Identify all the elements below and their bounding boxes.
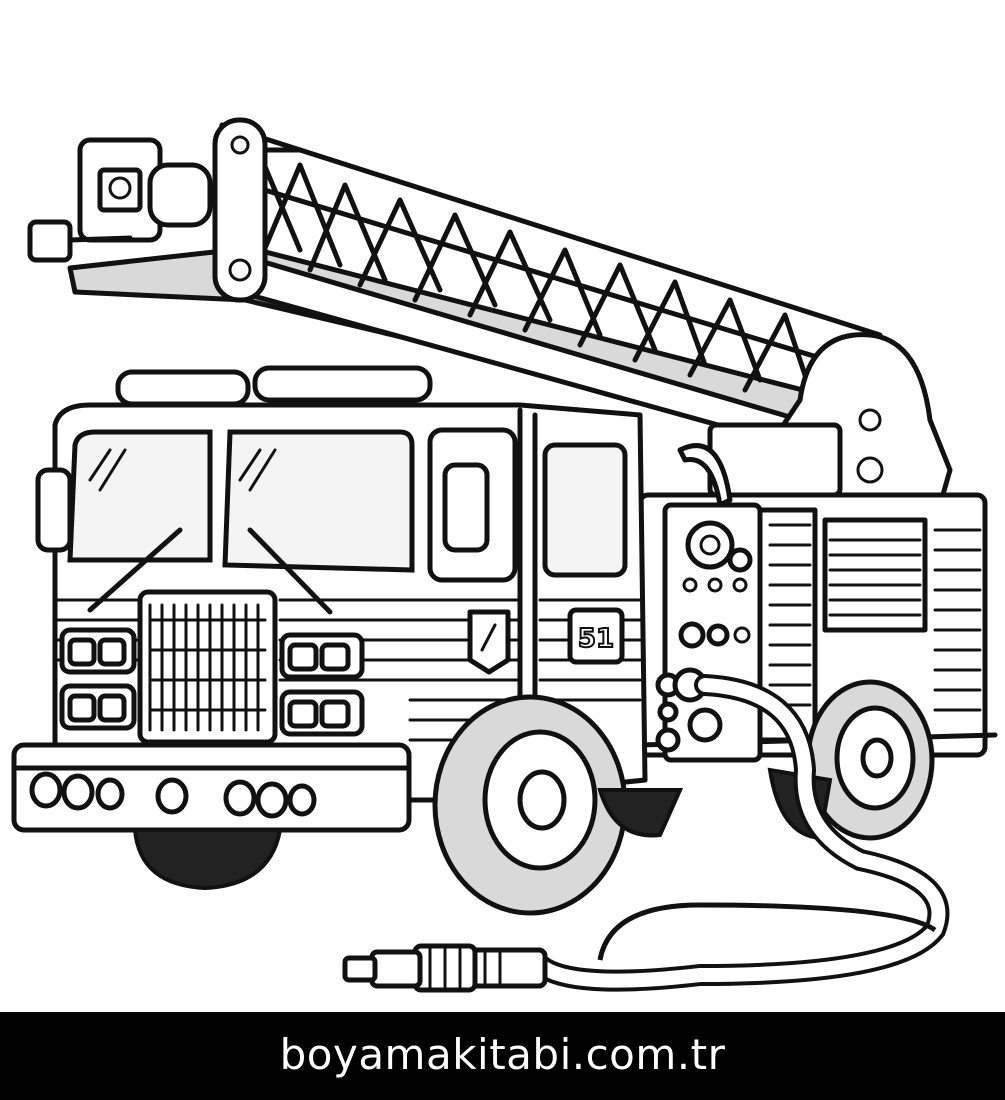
front-bumper: [11, 742, 412, 833]
truck-number: 51: [578, 624, 614, 654]
footer-website-text: boyamakitabi.com.tr: [279, 1029, 726, 1079]
aerial-ladder: [27, 117, 953, 508]
wheels: [132, 679, 935, 916]
fire-truck-drawing: 51: [11, 117, 998, 993]
fire-truck-illustration: 51: [11, 117, 998, 993]
fire-hose: [342, 674, 950, 993]
footer-bar: boyamakitabi.com.tr: [0, 1012, 1005, 1100]
